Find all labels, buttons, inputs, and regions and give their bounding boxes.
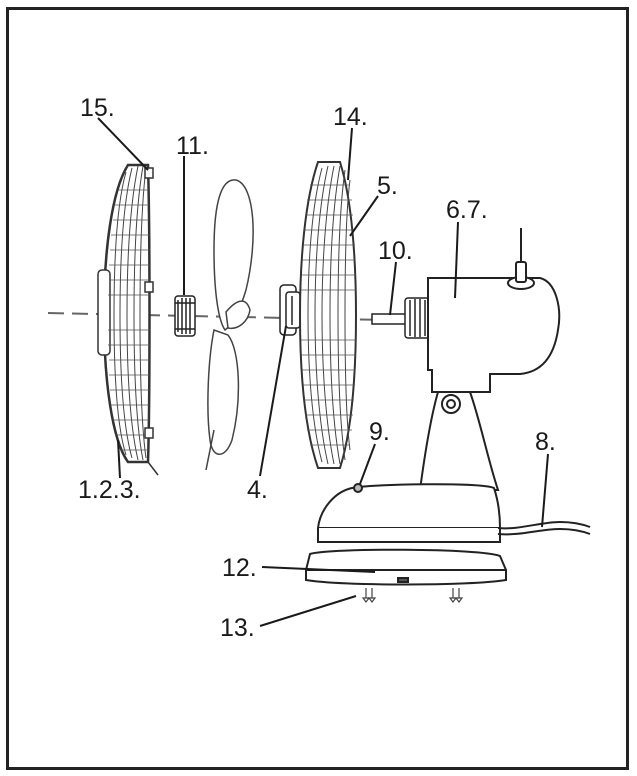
rear-grille-hatching [301, 184, 356, 446]
front-grille-hatching [108, 189, 150, 451]
motor-shaft [371, 297, 430, 339]
front-grille-ribs [113, 165, 147, 461]
power-cord [497, 520, 591, 536]
leader-12 [261, 566, 376, 573]
base-plate [305, 548, 507, 586]
fan-blade [205, 179, 254, 471]
label-6-7: 6.7. [446, 196, 488, 224]
fan-base-top [316, 483, 502, 543]
label-4: 4. [247, 476, 268, 504]
base-screws [361, 588, 464, 603]
motor-housing [427, 228, 561, 393]
leader-13 [259, 595, 357, 627]
label-10: 10. [378, 237, 413, 265]
label-12: 12. [222, 554, 257, 582]
leader-14 [347, 127, 353, 181]
leader-1-2-3 [117, 439, 121, 479]
label-14: 14. [333, 103, 368, 131]
blade-nut [279, 284, 301, 336]
leader-10 [389, 261, 397, 316]
leader-15 [97, 117, 149, 171]
leader-lines [97, 117, 549, 627]
leader-6-7 [454, 221, 459, 299]
spinner-cap [174, 295, 196, 337]
label-11: 11. [176, 132, 209, 160]
leader-9 [359, 443, 376, 485]
rear-grille [298, 161, 358, 469]
label-9: 9. [369, 418, 390, 446]
leader-5 [349, 195, 379, 237]
label-1-2-3: 1.2.3. [78, 476, 141, 504]
leader-8 [541, 453, 549, 528]
leader-4 [259, 325, 287, 477]
front-grille [97, 163, 159, 476]
fan-stand [418, 391, 500, 491]
label-15: 15. [80, 94, 115, 122]
label-8: 8. [535, 428, 556, 456]
rear-grille-ribs [307, 165, 351, 465]
label-5: 5. [377, 172, 398, 200]
label-13: 13. [220, 614, 255, 642]
